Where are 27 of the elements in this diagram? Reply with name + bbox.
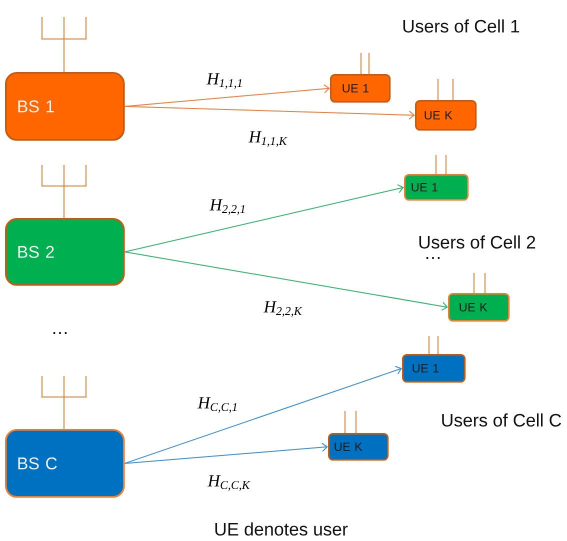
edge-label: H$_{2,2,K}$ xyxy=(264,301,302,317)
arrow xyxy=(124,184,404,252)
edge-label: H$_{2,2,1}$ xyxy=(210,199,245,215)
base-station-box: BS C xyxy=(5,429,125,498)
user-box: UE 1 xyxy=(402,354,466,383)
arrow xyxy=(124,84,330,107)
edge-label: H$_{1,1,1}$ xyxy=(206,73,242,89)
text-label: Users of Cell C xyxy=(442,413,562,427)
edge-label: H$_{C,C,K}$ xyxy=(208,475,250,491)
edge-label: H$_{C,C,1}$ xyxy=(198,397,236,413)
user-box: UE 1 xyxy=(404,174,469,201)
base-station-box: BS 2 xyxy=(5,218,125,286)
edge-label: H$_{1,1,K}$ xyxy=(248,131,288,147)
user-box: UE K xyxy=(415,100,477,131)
text-label: … xyxy=(426,257,440,259)
text-label: Users of Cell 1 xyxy=(403,19,520,33)
arrow xyxy=(124,106,415,120)
base-station-box: BS 1 xyxy=(5,72,125,141)
arrow xyxy=(124,251,448,311)
arrow xyxy=(124,366,402,464)
text-label: UE denotes user xyxy=(215,522,348,536)
user-box: UE K xyxy=(328,433,389,461)
text-label: … xyxy=(53,332,67,334)
user-box: UE K xyxy=(448,293,510,322)
text-label: Users of Cell 2 xyxy=(419,235,536,249)
user-box: UE 1 xyxy=(330,74,391,103)
arrow xyxy=(124,442,328,464)
